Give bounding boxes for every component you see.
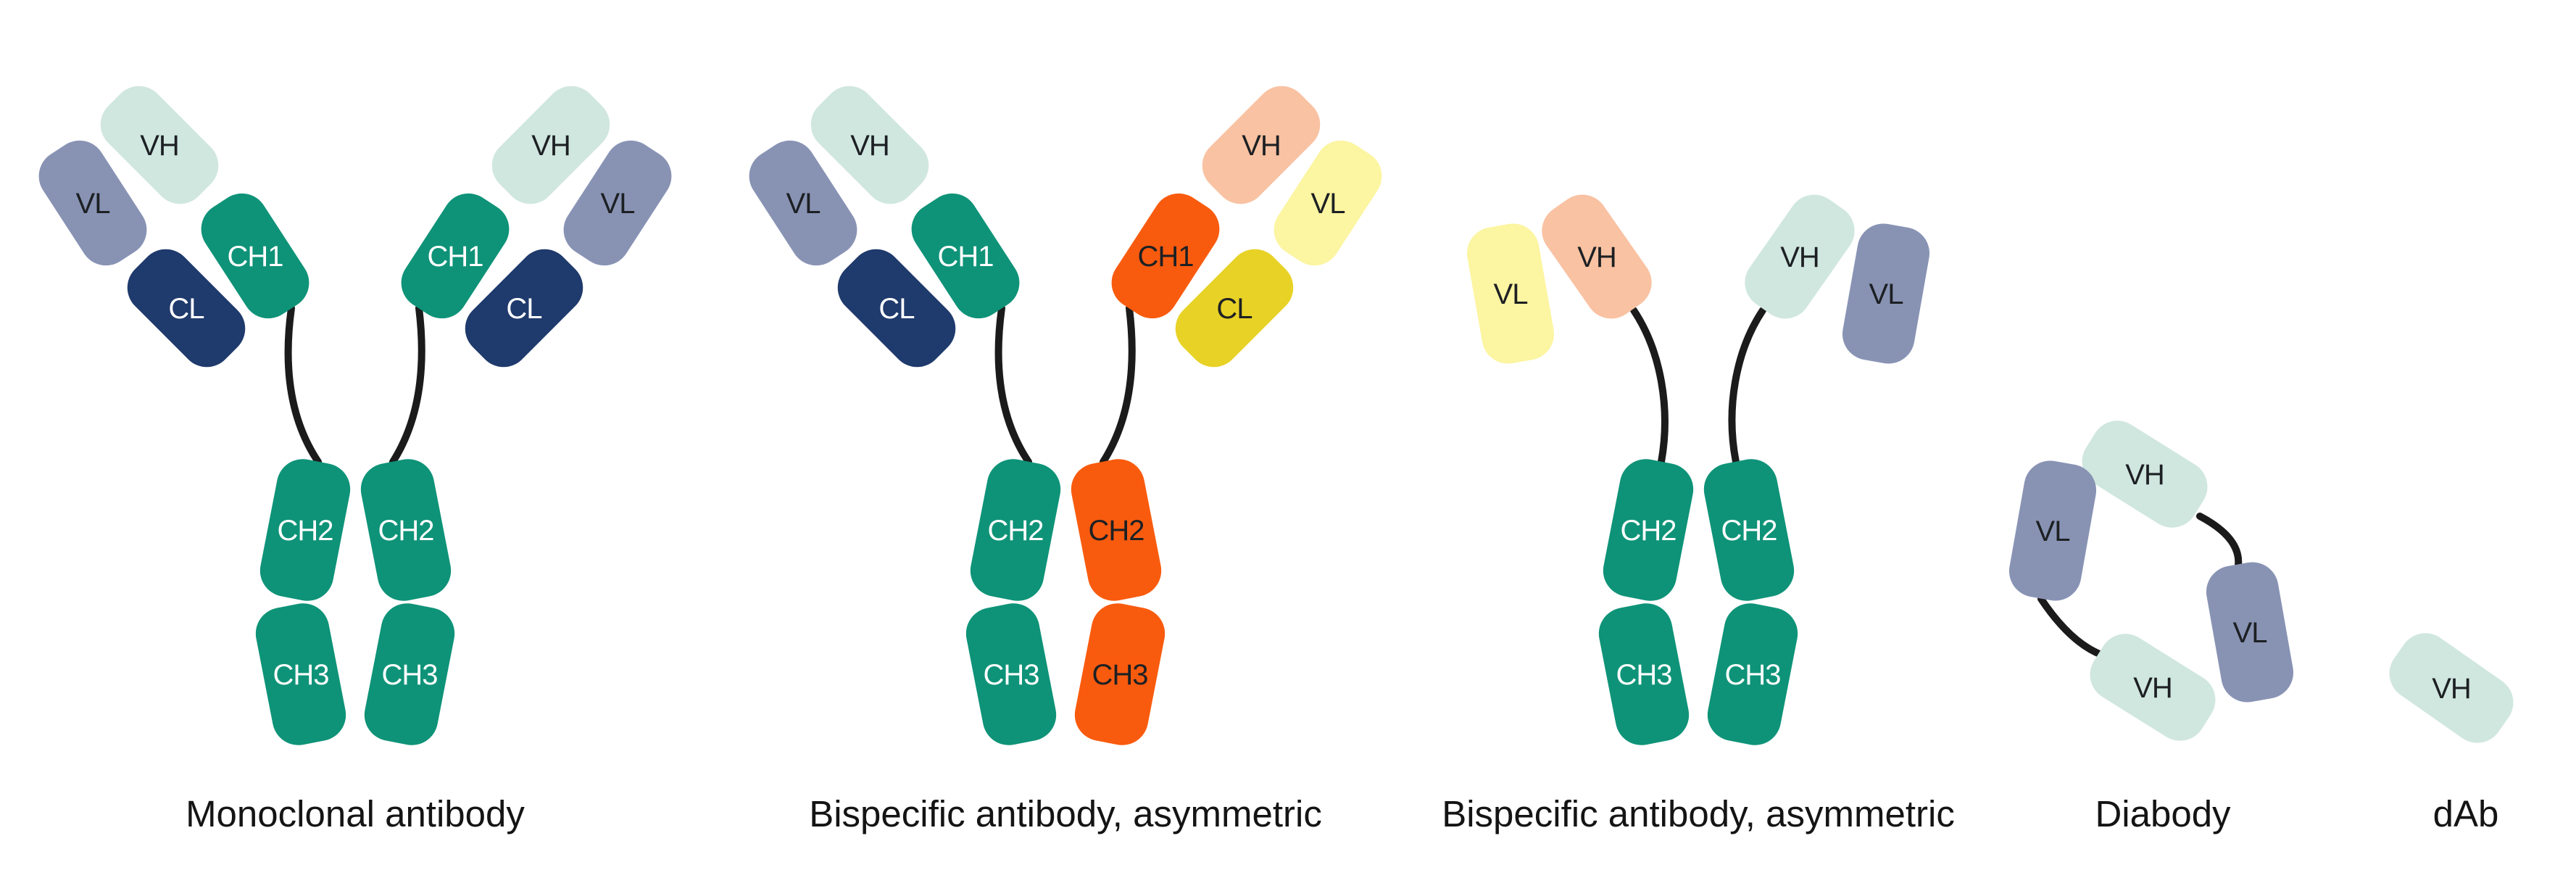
domain-label-ch2: CH2 xyxy=(1721,515,1777,547)
domain-vl xyxy=(2008,460,2097,601)
domain-ch2 xyxy=(1703,459,1795,601)
linker-curve xyxy=(2196,513,2243,569)
domain-vl xyxy=(38,140,147,266)
domain-vh xyxy=(2389,633,2514,743)
domain-label-vl: VL xyxy=(601,188,635,220)
domain-vh xyxy=(1542,194,1652,319)
domain-label-ch3: CH3 xyxy=(273,659,328,691)
linker-curve xyxy=(1100,304,1136,465)
domain-ch1 xyxy=(1111,193,1220,319)
domain-ch2 xyxy=(970,459,1061,601)
caption-diabody: Diabody xyxy=(2095,793,2231,834)
domain-label-cl: CL xyxy=(878,293,914,325)
domain-ch3 xyxy=(364,603,455,745)
domain-label-ch3: CH3 xyxy=(1092,659,1147,691)
domain-label-ch2: CH2 xyxy=(378,515,433,547)
domain-label-ch2: CH2 xyxy=(1088,515,1144,547)
domain-label-vl: VL xyxy=(2036,515,2070,547)
domain-label-vh: VH xyxy=(1577,241,1616,273)
domain-label-vh: VH xyxy=(850,130,889,162)
domain-label-ch1: CH1 xyxy=(227,241,283,273)
domain-label-vh: VH xyxy=(1780,241,1819,273)
domain-label-ch3: CH3 xyxy=(1616,659,1671,691)
domain-ch3 xyxy=(255,603,346,745)
domain-label-vl: VL xyxy=(1869,278,1903,310)
domain-label-vl: VL xyxy=(1494,278,1528,310)
figure-diabody: VH VL VH VL xyxy=(2008,420,2294,741)
domain-label-ch2: CH2 xyxy=(277,515,333,547)
domain-label-vl: VL xyxy=(1311,188,1345,220)
domain-ch3 xyxy=(1598,603,1690,745)
domain-label-cl: CL xyxy=(506,293,541,325)
linker-curve xyxy=(1728,307,1766,465)
linker-curve xyxy=(994,304,1032,465)
domain-label-vl: VL xyxy=(786,188,820,220)
domain-vl xyxy=(563,140,672,266)
caption-bispecific-asymmetric-2: Bispecific antibody, asymmetric xyxy=(1442,793,1955,834)
domain-vh xyxy=(1745,194,1855,319)
domain-label-ch1: CH1 xyxy=(427,241,483,273)
domain-label-vh: VH xyxy=(140,130,179,162)
domain-vl xyxy=(1274,140,1382,266)
domain-label-vh: VH xyxy=(1242,130,1281,162)
domain-vh xyxy=(2090,634,2216,741)
domain-cl xyxy=(465,249,583,368)
domain-ch2 xyxy=(1603,459,1694,601)
caption-bispecific-asymmetric-1: Bispecific antibody, asymmetric xyxy=(809,793,1322,834)
domain-label-ch1: CH1 xyxy=(937,241,993,273)
domain-label-vl: VL xyxy=(2233,617,2267,649)
caption-monoclonal-antibody: Monoclonal antibody xyxy=(186,793,525,834)
caption-dab: dAb xyxy=(2433,793,2499,834)
domain-label-vh: VH xyxy=(531,130,570,162)
domain-label-vl: VL xyxy=(76,188,110,220)
domain-label-cl: CL xyxy=(1216,293,1252,325)
domain-label-ch2: CH2 xyxy=(1620,515,1676,547)
domain-vh xyxy=(491,86,610,204)
domain-cl xyxy=(837,249,956,368)
domain-ch3 xyxy=(965,603,1057,745)
domain-ch2 xyxy=(259,459,351,601)
domain-vl xyxy=(1466,223,1555,364)
domain-vh xyxy=(1202,86,1321,204)
domain-vh xyxy=(100,86,219,204)
domain-cl xyxy=(1175,249,1294,368)
domain-vh xyxy=(810,86,929,204)
domain-label-vh: VH xyxy=(2432,673,2471,705)
domain-ch2 xyxy=(360,459,452,601)
domain-ch1 xyxy=(401,193,510,319)
domain-ch2 xyxy=(1071,459,1162,601)
linker-curve xyxy=(284,304,322,465)
domain-label-cl: CL xyxy=(168,293,204,325)
linker-curve xyxy=(389,304,425,465)
domain-label-ch2: CH2 xyxy=(987,515,1043,547)
figure-dab: VH xyxy=(2389,633,2514,743)
domain-vh xyxy=(2082,420,2208,528)
domain-vl xyxy=(749,140,857,266)
domain-label-vh: VH xyxy=(2133,672,2172,704)
linker-curve xyxy=(1630,307,1669,465)
domain-label-ch3: CH3 xyxy=(1724,659,1780,691)
linker-curve xyxy=(2037,595,2105,658)
domain-vl xyxy=(1842,223,1930,364)
domain-label-ch1: CH1 xyxy=(1137,241,1193,273)
domain-ch1 xyxy=(911,193,1020,319)
domain-ch1 xyxy=(201,193,309,319)
domain-label-ch3: CH3 xyxy=(983,659,1039,691)
domain-ch3 xyxy=(1707,603,1798,745)
domain-cl xyxy=(127,249,246,368)
domain-label-vh: VH xyxy=(2125,459,2164,491)
domain-label-ch3: CH3 xyxy=(381,659,437,691)
domain-vl xyxy=(2206,562,2294,703)
domain-ch3 xyxy=(1074,603,1166,745)
